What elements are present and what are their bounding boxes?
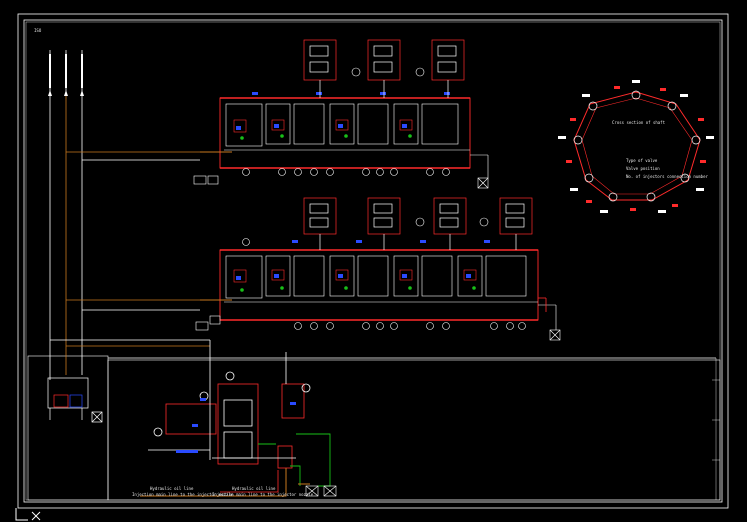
ring-legend-item: No. of injectors connection number bbox=[626, 174, 708, 179]
ring-legend-item: Type of valve bbox=[626, 158, 658, 163]
left-pump-unit[interactable] bbox=[47, 377, 103, 423]
row-1-top-valves[interactable] bbox=[303, 39, 465, 98]
lower-drain-boxes bbox=[305, 485, 337, 497]
bottom-note: Injection main line to the injector nozz… bbox=[212, 492, 314, 497]
title-block-strip bbox=[712, 358, 720, 500]
row-2-top-valves[interactable] bbox=[303, 197, 533, 250]
bottom-note: Hydraulic oil line bbox=[232, 486, 276, 491]
manifold-row-2[interactable] bbox=[200, 249, 557, 330]
row-1-gauges bbox=[193, 67, 489, 189]
ring-nodes bbox=[573, 90, 701, 202]
left-arrow-markers bbox=[48, 90, 84, 96]
manifold-row-1[interactable] bbox=[200, 97, 489, 178]
manifold-row-2-green-marks bbox=[240, 286, 476, 292]
ring-red-tags bbox=[566, 86, 706, 211]
manifold-row-2-cells bbox=[225, 255, 527, 299]
ring-legend-item: Valve position bbox=[626, 166, 660, 171]
shaft-cross-section-ring[interactable] bbox=[573, 91, 701, 201]
bottom-note: Injection main line to the injector nozz… bbox=[132, 492, 234, 497]
ring-outer-tags bbox=[558, 80, 714, 213]
bottom-note: Hydraulic oil line bbox=[150, 486, 194, 491]
ring-legend: Type of valve Valve position No. of inje… bbox=[626, 158, 708, 179]
lower-orange-lines bbox=[140, 468, 310, 497]
lower-red-lines bbox=[220, 470, 279, 493]
lower-blue-marks bbox=[176, 398, 296, 453]
ucs-icon bbox=[15, 508, 41, 521]
ring-caption: Cross section of shaft bbox=[612, 120, 666, 125]
manifold-row-1-cells bbox=[225, 103, 459, 147]
bottom-notes: Hydraulic oil line Injection main line t… bbox=[132, 486, 314, 497]
manifold-row-2-red-blocks bbox=[233, 269, 477, 283]
drawing-frame bbox=[17, 13, 729, 509]
manifold-row-1-green-marks bbox=[240, 134, 412, 140]
manifold-row-2-blue-marks bbox=[236, 240, 490, 280]
row-2-gauges bbox=[195, 217, 561, 341]
left-vertical-labels bbox=[49, 54, 83, 88]
corner-tag: ISO bbox=[34, 28, 42, 33]
manifold-row-1-blue-marks bbox=[236, 92, 450, 130]
